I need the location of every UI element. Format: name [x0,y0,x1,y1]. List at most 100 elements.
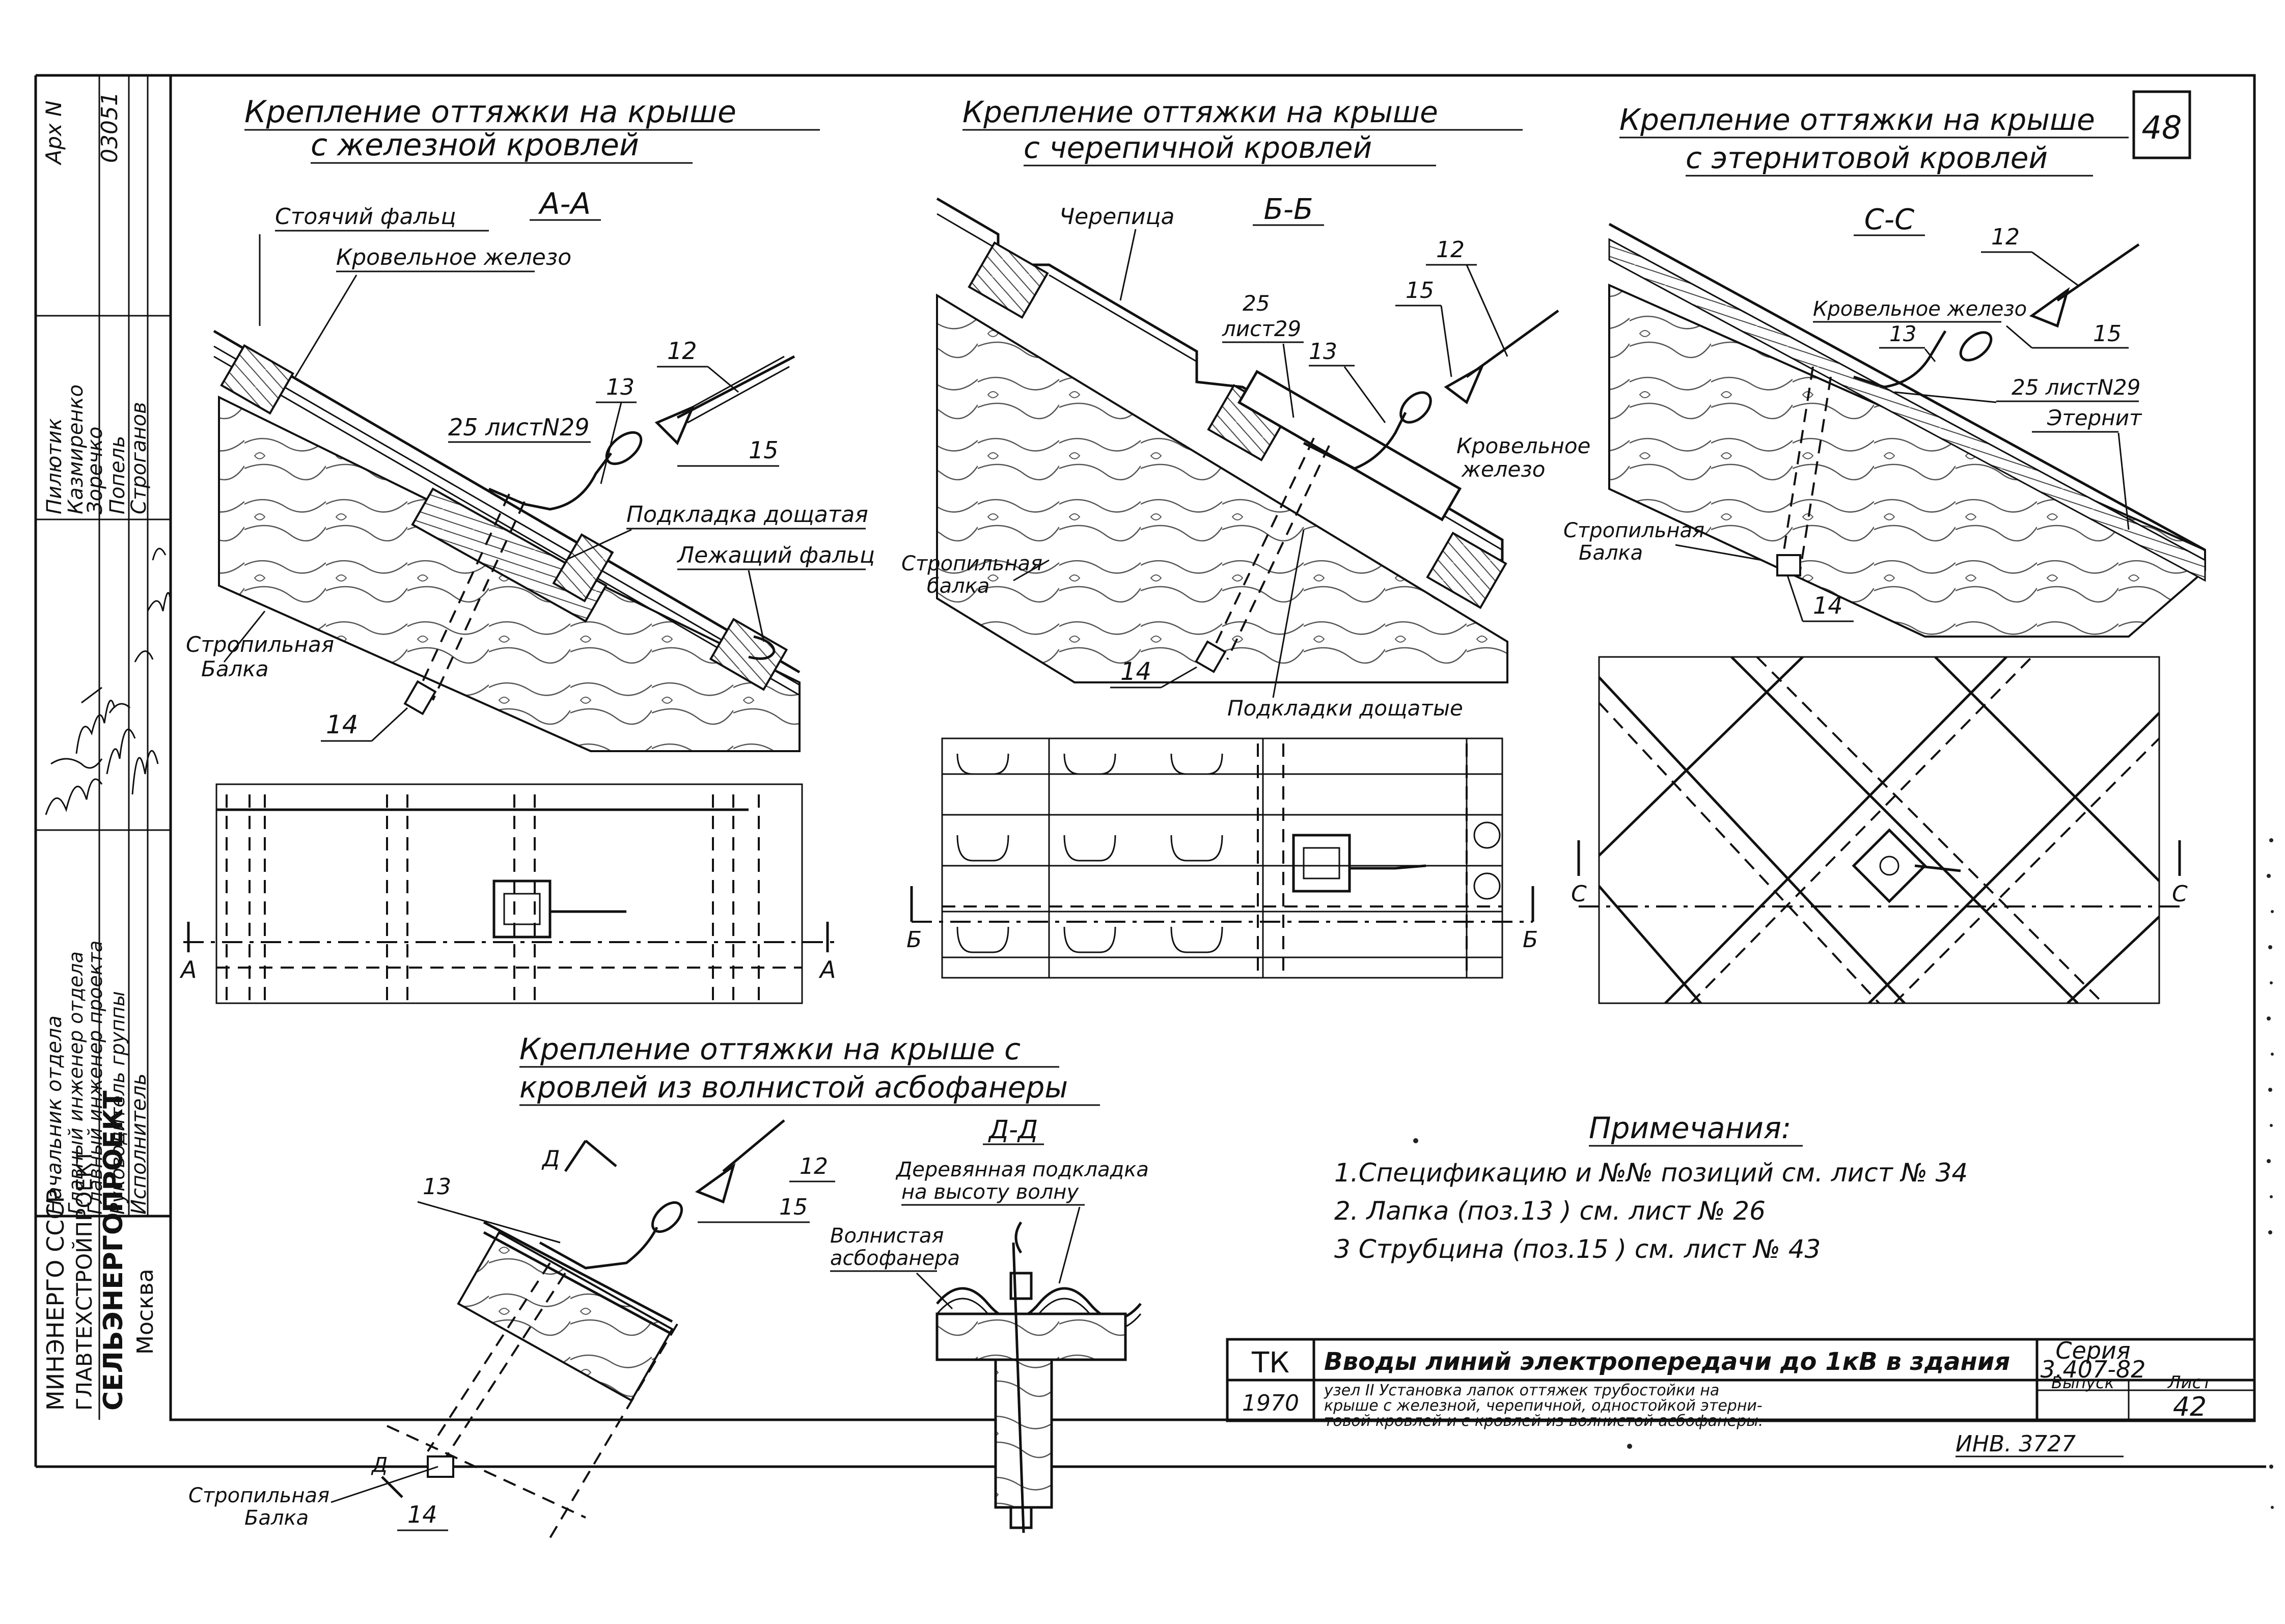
cc-label-sheet-ref: 25 листN29 [2012,375,2140,400]
cc-callout-14: 14 [1813,592,1843,619]
note-1: 1.Спецификацию и №№ позиций см. лист № 3… [1334,1158,1968,1188]
aa-thimble [654,405,695,446]
cc-label-eternit: Этернит [2047,405,2142,430]
issue-label: Выпуск [2051,1373,2115,1392]
bb-batten-1 [968,241,1049,319]
aa-clamp [605,431,643,465]
cc-plan-cut-right: С [2172,881,2188,907]
section-bb: Крепление оттяжки на крыше с черепичной … [901,95,1590,979]
dd-nut [427,1455,454,1478]
note-2: 2. Лапка (поз.13 ) см. лист № 26 [1334,1196,1766,1226]
dd-callout-12: 12 [800,1153,828,1179]
stamp-role-5: Исполнитель [127,1074,151,1215]
stamp-name-3: Зоречко [84,427,107,514]
bb-plan-paw [1292,834,1351,893]
aa-board-pad [411,487,608,623]
org-4: Москва [132,1269,158,1355]
dd-rafter-section [994,1358,1053,1509]
aa-label-rafter-1: Стропильная [186,632,334,657]
dd-paw [539,1226,658,1270]
notes-heading: Примечания: [1589,1111,1791,1145]
stamp-role-4: Руководитель группы [106,991,129,1215]
sheet-number-box [2132,90,2191,159]
cc-plan-frame [1598,656,2160,1004]
cc-paw [1853,330,1947,389]
bb-label-sheet-ref-2: лист29 [1222,316,1301,341]
cc-eternit-layer [1608,238,2206,582]
archive-number: 03051 [97,92,123,163]
cc-title-2: с этернитовой кровлей [1686,141,2048,175]
dd-label-wood-pad-1: Деревянная подкладка [895,1158,1149,1181]
stamp-name-1: Пилютик [43,418,66,514]
aa-paw [488,452,612,511]
bb-paw [1303,411,1407,470]
bb-thimble [1444,364,1485,404]
cc-label-rafter-2: Балка [1579,541,1643,565]
bb-callout-15: 15 [1406,278,1434,304]
cc-nut [1776,554,1801,576]
dd-label-wavy-asbestos-2: асбофанера [830,1247,960,1270]
note-3: 3 Струбцина (поз.15 ) см. лист № 43 [1334,1234,1821,1264]
aa-title-2: с железной кровлей [311,127,639,163]
dd-cut-mark-bottom: Д [371,1453,388,1477]
bb-plan-cut-left: Б [906,927,922,953]
bb-rafter-beam [936,293,1508,683]
org-3: СЕЛЬЭНЕРГОПРОЕКТ [98,1090,129,1411]
bb-title-2: с черепичной кровлей [1024,130,1372,165]
dd-guy-wire [722,1119,785,1172]
bb-plan-frame [941,737,1503,979]
dd-label-wood-pad-2: на высоту волну [901,1180,1079,1204]
title-main: Вводы линий электропередачи до 1кВ в зда… [1324,1347,2010,1376]
aa-batten-1 [220,344,294,415]
aa-callout-15: 15 [749,436,779,464]
archive-label: Арх N [41,100,66,166]
stamp-role-1: Начальник отдела [43,1015,66,1215]
aa-callout-12: 12 [667,337,697,365]
org-2: ГЛАВТЕХСТРОЙПРОЕКТ [71,1149,97,1411]
aa-plan-cut-left: А [179,956,197,983]
notes: Примечания: 1.Спецификацию и №№ позиций … [1334,1111,1968,1264]
bb-label-sheet-ref-1: 25 [1243,291,1270,316]
cc-guy-wire [2056,243,2140,302]
bb-plan-cut-right: Б [1523,927,1538,953]
aa-section-label: А-А [538,186,591,221]
stamp-name-4: Попель [106,436,129,514]
aa-plan-cut-right: А [818,956,836,983]
aa-guy-wire [676,355,795,419]
series-value: 3.407-82 [2041,1356,2146,1383]
bb-batten-3 [1426,531,1507,610]
dd-callout-15: 15 [779,1194,808,1220]
bb-title-1: Крепление оттяжки на крыше [962,95,1438,129]
bb-callout-14: 14 [1120,657,1151,686]
title-sub-1: узел II Установка лапок оттяжек трубосто… [1324,1382,1719,1399]
dd-section-label: Д-Д [988,1115,1038,1144]
bb-label-roof-iron-1: Кровельное [1456,433,1590,458]
cc-thimble [2029,287,2070,328]
bb-clamp [1399,391,1432,424]
title-code: ТК [1251,1346,1289,1380]
cc-bolt [1781,366,1814,561]
dd-thimble [695,1163,736,1204]
scan-noise [1413,838,2274,1509]
aa-title-1: Крепление оттяжки на крыше [244,94,736,130]
dd-title-1: Крепление оттяжки на крыше с [519,1032,1021,1066]
cc-section-label: С-С [1864,203,1914,236]
dd-board [935,1312,1127,1361]
bb-label-tile: Черепица [1059,204,1175,230]
bb-callout-13: 13 [1309,339,1337,365]
cc-callout-15: 15 [2093,321,2122,347]
cc-clamp [1959,331,1993,362]
cc-label-rafter-1: Стропильная [1563,519,1704,542]
signatures [45,547,172,815]
aa-bolt [417,493,510,693]
dd-callout-13: 13 [423,1174,451,1200]
section-cc: Крепление оттяжки на крыше с этернитовой… [1563,102,2206,1004]
cc-title-1: Крепление оттяжки на крыше [1619,102,2095,137]
aa-callout-14: 14 [326,710,359,739]
dd-label-wavy-asbestos-1: Волнистая [830,1224,944,1248]
